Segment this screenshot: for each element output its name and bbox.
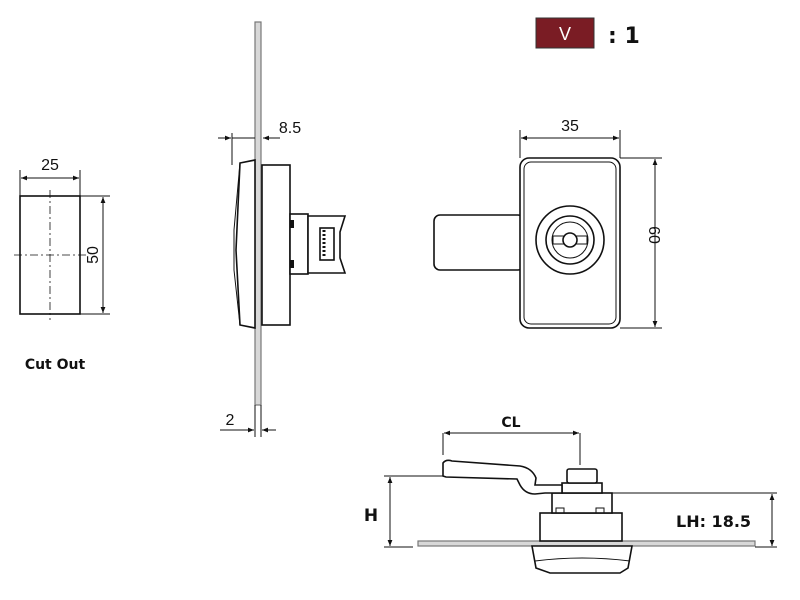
h-label: H: [364, 506, 378, 526]
bottom-view: CL H LH: 18.5: [364, 415, 777, 574]
cutout-width-label: 25: [41, 157, 59, 174]
scale-indicator: V : 1: [535, 17, 640, 49]
panel: [254, 21, 262, 406]
cl-label: CL: [501, 415, 520, 431]
front-height-label: 60: [645, 226, 662, 244]
side-offset-label: 8.5: [279, 120, 301, 137]
front-width-label: 35: [561, 118, 579, 135]
panel-thickness-label: 2: [226, 412, 235, 429]
cutout-height-label: 50: [85, 246, 102, 264]
cutout-caption: Cut Out: [25, 357, 86, 373]
front-view: 35 60: [433, 118, 662, 329]
lh-label: LH: 18.5: [676, 512, 751, 531]
scale-ratio: : 1: [608, 24, 640, 49]
side-view: 8.5 2: [218, 21, 347, 437]
scale-badge: [535, 17, 595, 49]
cutout-view: 25 50 Cut Out: [14, 157, 110, 373]
scale-badge-label: V: [559, 24, 571, 44]
